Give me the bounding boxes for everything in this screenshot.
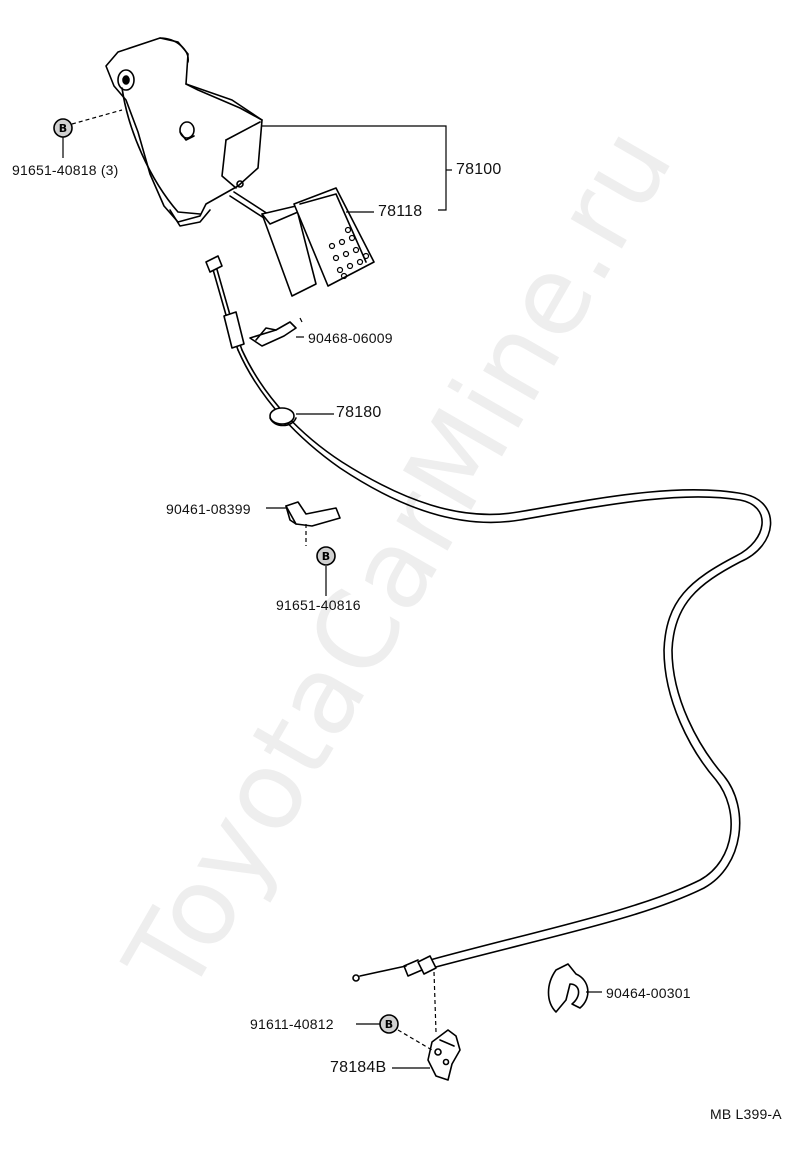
clip-90464 — [547, 963, 589, 1013]
bolt-symbols — [53, 118, 399, 1034]
callout-90464-00301: 90464-00301 — [606, 985, 691, 1001]
callout-91651-40816: 91651-40816 — [276, 597, 361, 613]
bracket-78184b — [427, 1029, 461, 1081]
pedal-pad — [261, 187, 375, 297]
callout-78100: 78100 — [456, 161, 502, 178]
callout-78118: 78118 — [378, 203, 423, 220]
throttle-cable — [205, 255, 772, 982]
pedal-bracket — [105, 37, 263, 227]
leader-lines — [62, 109, 602, 1069]
diagram-code: MB L399-A — [710, 1106, 782, 1122]
callout-91651-40818: 91651-40818 (3) — [12, 162, 119, 178]
clamp-90468 — [249, 321, 297, 347]
bolt-letter-3: B — [385, 1018, 393, 1031]
callout-90461-08399: 90461-08399 — [166, 501, 251, 517]
bolt-letter-2: B — [322, 550, 330, 563]
callout-78184B: 78184B — [330, 1059, 387, 1076]
callout-91611-40812: 91611-40812 — [250, 1016, 334, 1032]
callout-78180: 78180 — [336, 404, 382, 421]
callout-90468-06009: 90468-06009 — [308, 330, 393, 346]
clamp-90461 — [285, 501, 341, 527]
bolt-letter-1: B — [59, 122, 67, 135]
